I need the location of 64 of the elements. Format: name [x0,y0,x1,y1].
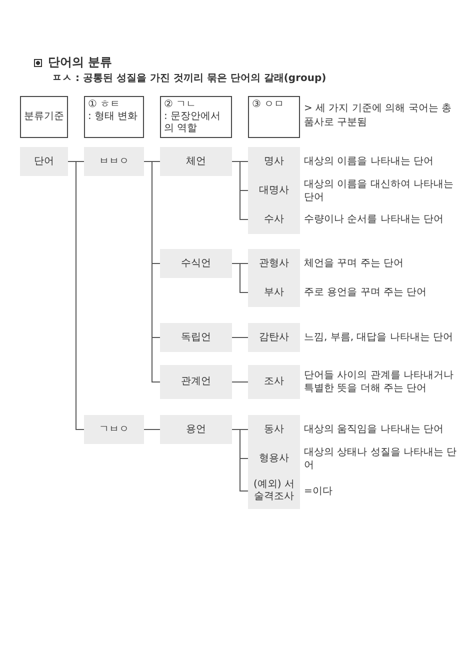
category-label: 부사 [264,286,284,298]
category-box [160,365,232,399]
category-label: 분류기준 [24,111,64,123]
connector-line [232,263,248,293]
connector-line [68,161,84,430]
description-text: 체언을 꾸며 주는 단어 [304,257,405,271]
category-label: : 문장안에서의 역할 [164,111,222,135]
category-label: (예외) 서술격조사 [252,479,296,503]
description-text: 느낌, 부름, 대답을 나타내는 단어 [304,331,454,345]
category-box [248,278,300,307]
connector-line [232,429,248,492]
note-text: > 세 가지 기준에 의해 국어는 총 품사로 구분됨 [304,102,452,130]
category-label: 감탄사 [259,332,289,344]
category-label: 조사 [264,376,284,388]
category-box [248,415,300,444]
description-text: 주로 용언을 꾸며 주는 단어 [304,286,428,300]
category-label: ① ㅎㅌ [88,99,122,111]
category-label: ㄱㅂㅇ [99,424,129,436]
connector-line [232,161,248,220]
category-label: ㅂㅂㅇ [99,156,129,168]
category-label: 대명사 [259,184,289,196]
category-label: 수식언 [181,258,211,270]
description-text: 단어들 사이의 관계를 나타내거나 특별한 뜻을 더해 주는 단어 [304,369,455,396]
category-label: 명사 [264,156,284,168]
category-box [160,249,232,278]
criteria-box [160,96,232,138]
description-text: 대상의 이름을 대신하여 나타내는 단어 [304,178,455,204]
description-text: 대상의 움직임을 나타내는 단어 [304,423,445,437]
category-box [20,147,68,176]
category-label: ③ ㅇㅁ [252,99,286,111]
category-box [248,365,300,399]
title: 단어의 분류 [48,54,112,71]
description-text: =이다 [304,484,334,498]
category-box [248,473,300,509]
category-label: 체언 [186,156,206,168]
category-box [248,205,300,234]
category-box [248,249,300,278]
category-box [160,147,232,176]
category-label: 독립언 [181,332,211,344]
category-box [248,323,300,352]
category-label: 수사 [264,214,284,226]
description-text: 수량이나 순서를 나타내는 단어 [304,213,445,227]
description-text: 대상의 상태나 성질을 나타내는 단어 [304,446,458,472]
category-label: 형용사 [259,452,289,464]
category-label: 동사 [264,424,284,436]
connector-line [144,161,160,382]
connector-line [144,429,160,430]
category-label: ② ㄱㄴ [164,99,198,111]
category-label: 단어 [34,156,54,168]
subtitle: ㅍㅅ : 공통된 성질을 가진 것끼리 묶은 단어의 갈래(group) [52,72,326,85]
category-box [248,147,300,176]
category-box [84,147,144,176]
category-label: 용언 [186,424,206,436]
criteria-box [20,96,68,138]
connector-line [232,337,248,338]
category-box [160,323,232,352]
category-box [160,415,232,444]
category-label: 관형사 [259,258,289,270]
criteria-box [248,96,300,138]
criteria-box [84,96,144,138]
category-label: : 형태 변화 [88,111,139,123]
category-label: 관계언 [181,376,211,388]
description-text: 대상의 이름을 나타내는 단어 [304,155,435,169]
category-box [84,415,144,444]
